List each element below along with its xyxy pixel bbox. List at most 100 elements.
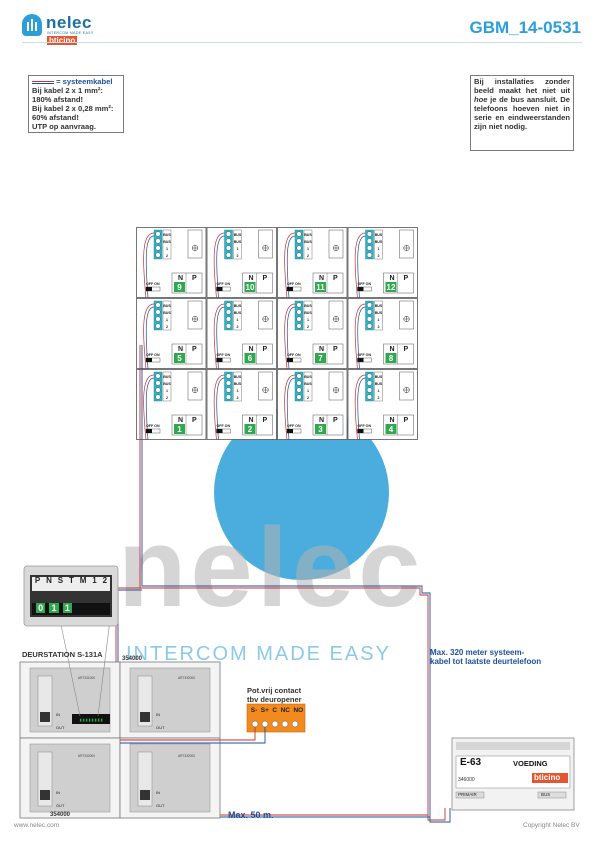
relay-terminal: S- — [250, 707, 258, 714]
p-label: P — [333, 346, 338, 353]
terminal-label: 2 — [378, 254, 380, 258]
terminal-label: 1 — [237, 389, 239, 393]
terminal-screw — [296, 309, 302, 315]
footer-copyright: Copyright Nelec BV — [523, 822, 580, 829]
terminal-label: 2 — [166, 254, 168, 258]
cable-note: = systeemkabel Bij kabel 2 x 1 mm²: 180%… — [28, 75, 124, 133]
out-label: OUT — [156, 803, 165, 808]
terminal-label: 2 — [378, 396, 380, 400]
installation-note-text-2: je de bus aansluit. De telefoons hoeven … — [474, 95, 570, 131]
terminal-screw — [296, 238, 302, 244]
relay-title-line: tbv deuropener — [247, 695, 302, 704]
terminal-strip — [294, 371, 304, 402]
terminal-strip — [224, 300, 233, 331]
installation-note-text: Bij installaties zonder beeld maakt het … — [474, 77, 570, 95]
handset-cable-red — [213, 232, 225, 299]
zoom-label: P — [34, 576, 41, 585]
zoom-value: 1 — [62, 603, 72, 613]
terminal-label: BUS — [163, 304, 171, 308]
terminal-label: BUS — [375, 382, 383, 386]
terminal-label: 2 — [307, 254, 309, 258]
terminal-label: BUS — [234, 240, 242, 244]
terminal-label: BUS — [163, 233, 171, 237]
n-label: N — [178, 275, 183, 282]
address-number: 12 — [387, 283, 396, 292]
watermark-word: nelec — [118, 505, 425, 630]
off-on-label: OFF ON — [146, 282, 160, 286]
address-badge — [385, 353, 397, 363]
off-on-knob — [216, 358, 223, 362]
earpiece-box — [328, 300, 344, 330]
address-number: 3 — [318, 425, 323, 434]
terminal-screw — [225, 323, 232, 329]
terminal-label: BUS — [375, 375, 383, 379]
terminal-labels — [233, 229, 242, 260]
terminal-label: 2 — [166, 396, 168, 400]
n-label: N — [390, 346, 395, 353]
terminal-strip — [365, 229, 374, 260]
supply-bus-label: BUS — [541, 792, 551, 797]
off-on-label: OFF ON — [217, 353, 231, 357]
terminal-label: BUS — [375, 240, 383, 244]
off-on-knob — [146, 358, 152, 362]
handset-cable-red — [284, 232, 296, 299]
handset-cable-red — [213, 374, 225, 440]
off-on-knob — [357, 287, 364, 291]
terminal-screw — [155, 373, 161, 379]
max-50-note: Max. 50 m. — [228, 810, 274, 820]
supply-label: VOEDING — [513, 759, 548, 768]
in-label: IN — [56, 712, 60, 717]
address-number: 6 — [248, 354, 253, 363]
off-on-label: OFF ON — [287, 353, 301, 357]
terminal-screw — [225, 309, 232, 315]
terminal-label: 1 — [166, 389, 168, 393]
off-on-knob — [287, 287, 293, 291]
cable-note-line: Bij kabel 2 x 1 mm²: — [32, 86, 103, 95]
zoom-value: 0 — [36, 603, 46, 613]
terminal-strip — [294, 300, 304, 331]
installation-note: Bij installaties zonder beeld maakt het … — [470, 75, 574, 151]
address-number: 1 — [177, 425, 182, 434]
power-supply — [451, 737, 575, 811]
cable-legend-text: = systeemkabel — [56, 77, 113, 86]
terminal-label: BUS — [234, 233, 242, 237]
earpiece-box — [187, 229, 203, 259]
terminal-label: BUS — [375, 304, 383, 308]
relay-terminal: S+ — [260, 707, 269, 714]
off-on-knob — [146, 287, 152, 291]
terminal-labels — [233, 300, 242, 331]
door-station-panel: ▮▮▮▮▮▮▮▮ — [19, 661, 221, 819]
terminal-strip — [224, 371, 233, 402]
terminal-labels — [303, 300, 313, 331]
terminal-screw — [225, 302, 232, 308]
off-on-label: OFF ON — [358, 424, 372, 428]
cable-note-line: 60% afstand! — [32, 113, 79, 122]
terminal-label: 1 — [307, 247, 309, 251]
terminal-screw — [296, 252, 302, 258]
terminal-screw — [366, 252, 373, 258]
terminal-screw — [155, 231, 161, 237]
p-label: P — [263, 417, 268, 424]
terminal-screw — [296, 323, 302, 329]
handset-cable-red — [354, 374, 366, 440]
address-badge — [244, 282, 256, 292]
off-on-label: OFF ON — [287, 424, 301, 428]
bticino-logo: bticino — [47, 36, 78, 45]
max-distance-line: Max. 320 meter systeem- — [430, 648, 525, 657]
terminal-label: BUS — [304, 233, 312, 237]
terminal-labels — [162, 229, 172, 260]
terminal-screw — [155, 238, 161, 244]
earpiece-box — [258, 371, 273, 401]
terminal-screw — [225, 387, 232, 393]
address-number: 11 — [316, 283, 325, 292]
handset-cable-red — [354, 303, 366, 370]
terminal-screw — [296, 394, 302, 400]
terminal-screw — [225, 238, 232, 244]
off-on-label: OFF ON — [287, 282, 301, 286]
earpiece-box — [187, 371, 203, 401]
terminal-screw — [366, 245, 373, 251]
terminal-screw — [366, 323, 373, 329]
terminal-screw — [155, 387, 161, 393]
terminal-labels — [374, 371, 383, 402]
